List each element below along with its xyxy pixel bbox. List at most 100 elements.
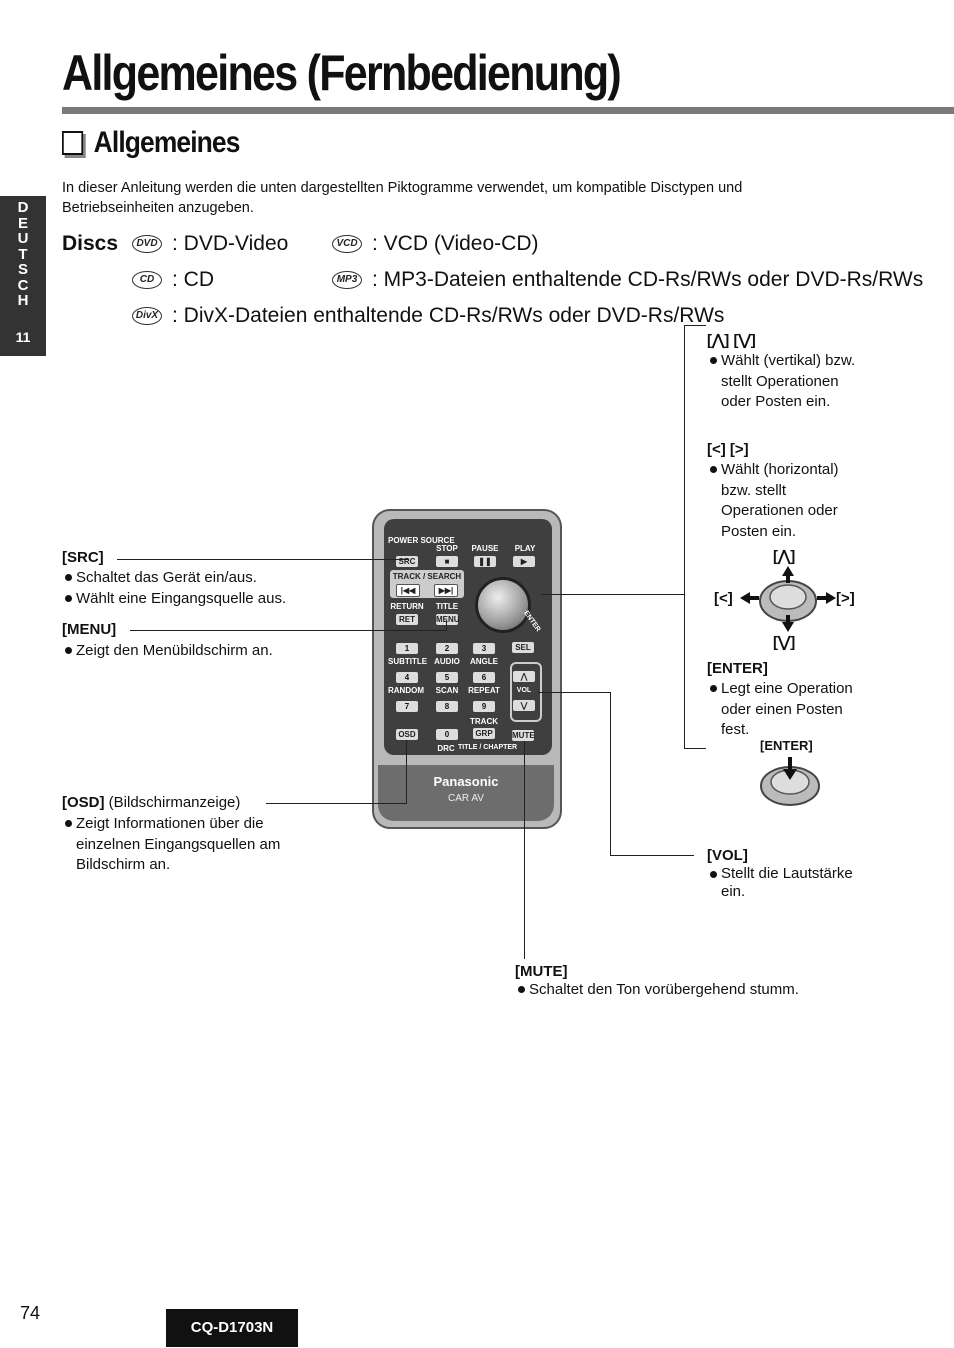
scan-label: SCAN bbox=[435, 686, 459, 695]
disc-item-cd: CD : CD bbox=[132, 268, 214, 292]
track-search-label: TRACK / SEARCH bbox=[392, 572, 462, 581]
disc-text: : DivX-Dateien enthaltende CD-Rs/RWs ode… bbox=[172, 304, 725, 327]
number-button-9[interactable]: 9 bbox=[473, 701, 495, 712]
return-label: RETURN bbox=[390, 602, 424, 611]
vol-up-button[interactable]: ⋀ bbox=[513, 671, 535, 682]
disc-item-dvd: DVD : DVD-Video bbox=[132, 232, 288, 256]
osd-label-text: [OSD] bbox=[62, 794, 105, 811]
joystick-diagram-icon bbox=[740, 566, 836, 632]
vcd-icon: VCD bbox=[332, 235, 362, 253]
lang-letter: S bbox=[17, 261, 28, 278]
disc-item-mp3: MP3 : MP3-Dateien enthaltende CD-Rs/RWs … bbox=[332, 268, 923, 292]
angle-label: ANGLE bbox=[470, 657, 498, 666]
number-button-8[interactable]: 8 bbox=[436, 701, 458, 712]
language-letters: D E U T S C H bbox=[0, 200, 46, 309]
enter-callout-label: [ENTER] bbox=[707, 660, 768, 677]
joystick-button[interactable] bbox=[475, 577, 531, 633]
prev-track-button[interactable]: |◀◀ bbox=[396, 584, 420, 597]
page-number: 74 bbox=[20, 1303, 41, 1323]
menu-description: Zeigt den Menübildschirm an. bbox=[62, 641, 273, 662]
joystick-down-label: [⋁] bbox=[773, 634, 796, 651]
src-description: Schaltet das Gerät ein/aus. Wählt eine E… bbox=[62, 568, 286, 609]
src-button[interactable]: SRC bbox=[396, 556, 418, 567]
vol-callout-label: [VOL] bbox=[707, 847, 748, 864]
disc-text: : CD bbox=[172, 268, 214, 291]
joystick-up-label: [⋀] bbox=[773, 548, 796, 565]
number-button-3[interactable]: 3 bbox=[473, 643, 495, 654]
menu-callout-label: [MENU] bbox=[62, 621, 117, 638]
bullet: Schaltet den Ton vorübergehend stumm. bbox=[515, 980, 799, 1001]
osd-description: Zeigt Informationen über die einzelnen E… bbox=[62, 814, 302, 876]
lang-letter: D bbox=[17, 199, 29, 216]
bullet: Zeigt den Menübildschirm an. bbox=[62, 641, 273, 662]
disc-item-vcd: VCD : VCD (Video-CD) bbox=[332, 232, 538, 256]
vol-leader-line-h2 bbox=[610, 855, 694, 856]
play-button[interactable]: ▶ bbox=[513, 556, 535, 567]
stop-button[interactable]: ■ bbox=[436, 556, 458, 567]
ret-button[interactable]: RET bbox=[396, 614, 418, 625]
leftright-description: Wählt (horizontal) bzw. stellt Operation… bbox=[707, 460, 857, 542]
bullet: Zeigt Informationen über die einzelnen E… bbox=[62, 814, 302, 876]
random-label: RANDOM bbox=[388, 686, 424, 695]
audio-label: AUDIO bbox=[434, 657, 460, 666]
vol-leader-line-v bbox=[610, 692, 611, 856]
remote-label-stop: STOP bbox=[436, 544, 458, 553]
osd-button[interactable]: OSD bbox=[396, 729, 418, 740]
enter-description: Legt eine Operation oder einen Posten fe… bbox=[707, 679, 867, 741]
title-label: TITLE bbox=[435, 602, 459, 611]
grp-button[interactable]: GRP bbox=[473, 728, 495, 739]
number-button-5[interactable]: 5 bbox=[436, 672, 458, 683]
mute-callout-label: [MUTE] bbox=[515, 963, 568, 980]
title-chapter-label: TITLE / CHAPTER bbox=[458, 744, 518, 751]
number-button-0[interactable]: 0 bbox=[436, 729, 458, 740]
mute-button[interactable]: MUTE bbox=[512, 730, 535, 741]
section-heading-text: Allgemeines bbox=[93, 126, 241, 159]
vol-leader-line-h1 bbox=[538, 692, 610, 693]
right-bracket bbox=[684, 325, 685, 749]
joystick-left-label: [<] bbox=[714, 590, 733, 607]
osd-label-suffix: (Bildschirmanzeige) bbox=[104, 794, 241, 811]
osd-callout-label: [OSD] (Bildschirmanzeige) bbox=[62, 794, 240, 811]
disc-text: : MP3-Dateien enthaltende CD-Rs/RWs oder… bbox=[372, 268, 924, 291]
checkbox-icon bbox=[62, 131, 84, 155]
model-badge: CQ-D1703N bbox=[166, 1309, 298, 1347]
track-label: TRACK bbox=[470, 717, 498, 726]
vol-down-button[interactable]: ⋁ bbox=[513, 700, 535, 711]
lang-letter: U bbox=[17, 230, 29, 247]
lang-letter: E bbox=[17, 214, 28, 232]
number-button-6[interactable]: 6 bbox=[473, 672, 495, 683]
discs-label: Discs bbox=[62, 232, 119, 255]
updown-description: Wählt (vertikal) bzw. stellt Operationen… bbox=[707, 351, 857, 413]
remote-label-play: PLAY bbox=[514, 544, 536, 553]
remote-label-power-source: POWER SOURCE bbox=[388, 536, 455, 545]
updown-callout-label: [⋀] [⋁] bbox=[707, 332, 756, 349]
right-bracket-top bbox=[684, 325, 706, 326]
right-bracket-bottom bbox=[684, 748, 706, 749]
disc-text: : DVD-Video bbox=[172, 232, 289, 255]
vol-label: VOL bbox=[516, 687, 532, 694]
sel-button[interactable]: SEL bbox=[512, 642, 534, 653]
pause-button[interactable]: ❚❚ bbox=[474, 556, 496, 567]
menu-button[interactable]: MENU bbox=[436, 614, 460, 625]
car-av-label: CAR AV bbox=[448, 793, 484, 804]
leftright-callout-label: [<] [>] bbox=[707, 441, 749, 458]
cd-icon: CD bbox=[132, 271, 162, 289]
disc-item-divx: DivX : DivX-Dateien enthaltende CD-Rs/RW… bbox=[132, 304, 724, 328]
dvd-icon: DVD bbox=[132, 235, 162, 253]
drc-label: DRC bbox=[437, 744, 455, 753]
language-side-tab: D E U T S C H 11 bbox=[0, 196, 46, 356]
number-button-2[interactable]: 2 bbox=[436, 643, 458, 654]
bullet: Schaltet das Gerät ein/aus. bbox=[62, 568, 286, 589]
joystick-leader-line bbox=[541, 594, 684, 595]
repeat-label: REPEAT bbox=[468, 686, 500, 695]
disc-text: : VCD (Video-CD) bbox=[372, 232, 539, 255]
number-button-7[interactable]: 7 bbox=[396, 701, 418, 712]
number-button-1[interactable]: 1 bbox=[396, 643, 418, 654]
next-track-button[interactable]: ▶▶| bbox=[434, 584, 458, 597]
menu-leader-line bbox=[130, 630, 446, 631]
osd-leader-line bbox=[266, 803, 406, 804]
page-title: Allgemeines (Fernbedienung) bbox=[62, 45, 622, 101]
number-button-4[interactable]: 4 bbox=[396, 672, 418, 683]
subtitle-label: SUBTITLE bbox=[388, 657, 428, 666]
bullet: Wählt eine Eingangsquelle aus. bbox=[62, 589, 286, 610]
